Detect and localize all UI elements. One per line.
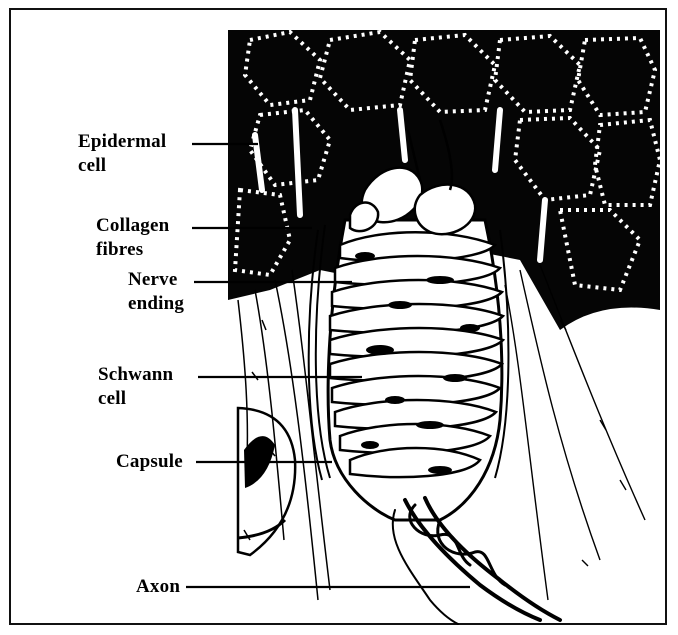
label-collagen-line2: fibres xyxy=(96,238,169,262)
label-epidermal-line1: Epidermal xyxy=(78,130,166,154)
label-nerve-ending: Nerve ending xyxy=(128,268,184,316)
label-axon-line1: Axon xyxy=(136,575,180,599)
label-collagen-fibres: Collagen fibres xyxy=(96,214,169,262)
label-schwann-cell: Schwann cell xyxy=(98,363,173,411)
label-nerve-line2: ending xyxy=(128,292,184,316)
label-epidermal-line2: cell xyxy=(78,154,166,178)
label-capsule-line1: Capsule xyxy=(116,450,183,474)
label-epidermal-cell: Epidermal cell xyxy=(78,130,166,178)
label-capsule: Capsule xyxy=(116,450,183,474)
label-collagen-line1: Collagen xyxy=(96,214,169,238)
label-axon: Axon xyxy=(136,575,180,599)
label-schwann-line1: Schwann xyxy=(98,363,173,387)
label-schwann-line2: cell xyxy=(98,387,173,411)
label-nerve-line1: Nerve xyxy=(128,268,184,292)
